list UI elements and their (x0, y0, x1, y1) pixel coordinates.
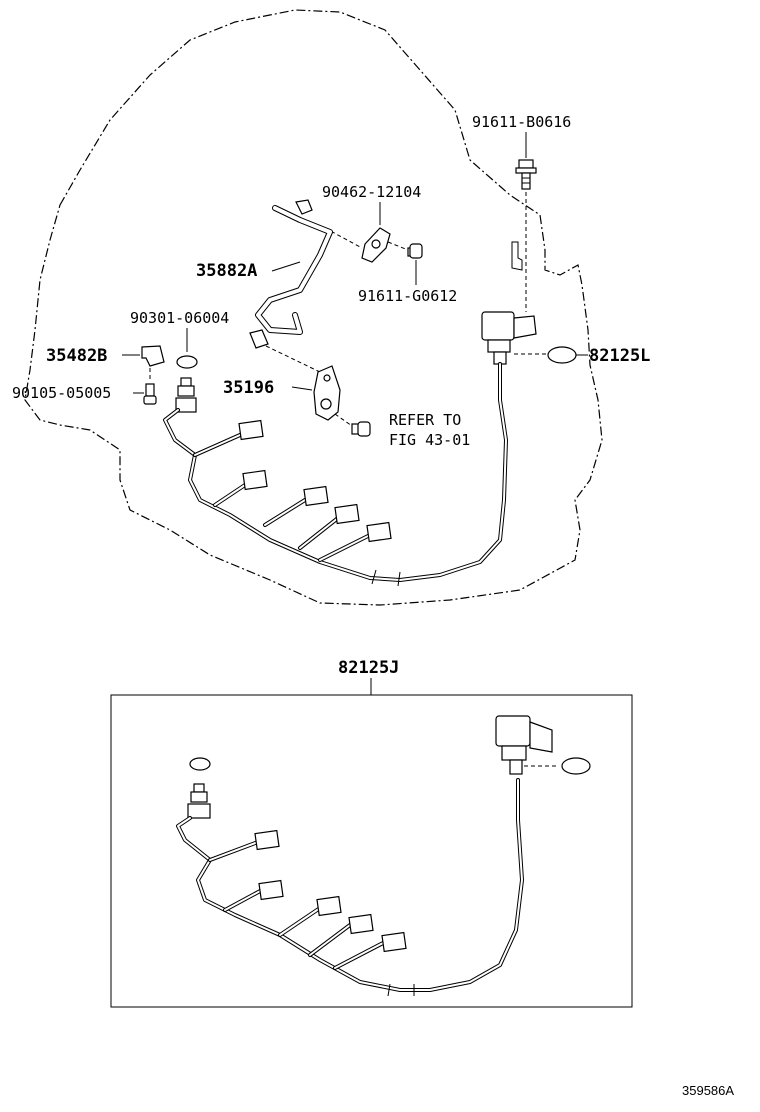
label-82125l: 82125L (589, 346, 650, 366)
label-91611-g0612: 91611-G0612 (358, 287, 457, 305)
label-35882a: 35882A (196, 261, 257, 281)
figure-id: 359586A (682, 1083, 734, 1098)
refer-text-2: FIG 43-01 (389, 431, 470, 449)
label-35196: 35196 (223, 378, 274, 398)
label-90462-12104: 90462-12104 (322, 183, 421, 201)
temp-sensor (175, 377, 197, 413)
plate-bolt (351, 421, 371, 437)
ring-82125l (547, 346, 577, 364)
clamp-bracket (361, 227, 391, 263)
wire-harness-top (163, 362, 508, 587)
oring-small (176, 355, 198, 369)
dash-plate-bolt (334, 413, 353, 427)
label-90301-06004: 90301-06004 (130, 309, 229, 327)
screw-small (143, 383, 157, 405)
label-82125j: 82125J (338, 658, 399, 678)
clamp-screw (407, 243, 423, 259)
leader-pipe (271, 261, 301, 272)
detent-plate (313, 365, 341, 421)
oil-pipe (249, 199, 333, 349)
label-35482b: 35482B (46, 346, 107, 366)
dash-pipe-plate (265, 345, 321, 373)
assembly-box (110, 694, 633, 1008)
leader-plate (291, 386, 313, 391)
wire-harness-assy (176, 715, 591, 997)
bracket-part (141, 345, 165, 367)
housing-boss (511, 241, 523, 271)
label-91611-b0616: 91611-B0616 (472, 113, 571, 131)
bolt-top (515, 159, 537, 190)
dash-clamp-screw (387, 241, 409, 251)
label-90105-05005: 90105-05005 (12, 384, 111, 402)
speed-sensor-top (481, 311, 537, 365)
transmission-outline (24, 9, 603, 606)
refer-text-1: REFER TO (389, 411, 461, 429)
